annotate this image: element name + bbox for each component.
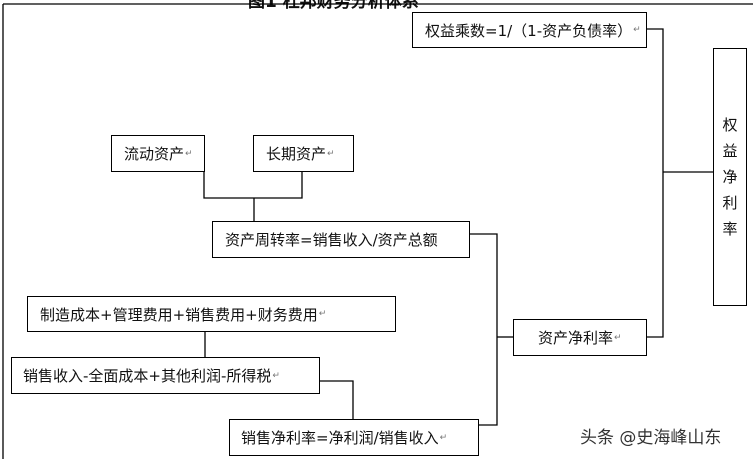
net-profit-label: 销售收入-全面成本+其他利润-所得税 (23, 367, 272, 385)
costs-box: 制造成本+管理费用+销售费用+财务费用↵ (27, 296, 396, 332)
costs-label: 制造成本+管理费用+销售费用+财务费用 (40, 305, 318, 324)
turnover-margin-connector (469, 233, 498, 426)
multiplier-roa-connector (646, 28, 664, 338)
long-term-assets-label: 长期资产 (266, 145, 327, 163)
roa-box: 资产净利率↵ (513, 319, 647, 356)
watermark: 头条 @史海峰山东 (580, 428, 722, 448)
roe-char: 利 (722, 194, 738, 212)
asset-turnover-label: 资产周转率=销售收入/资产总额 (225, 231, 438, 249)
roe-char: 净 (722, 168, 738, 186)
paragraph-mark: ↵ (318, 309, 327, 319)
roe-char: 益 (722, 142, 738, 160)
net-profit-box: 销售收入-全面成本+其他利润-所得税↵ (11, 357, 320, 394)
long-term-assets-box: 长期资产↵ (253, 135, 354, 172)
roe-char: 权 (722, 116, 738, 134)
profit-to-margin (319, 380, 354, 419)
paragraph-mark: ↵ (439, 432, 448, 443)
paragraph-mark: ↵ (272, 370, 280, 381)
current-assets-label: 流动资产 (124, 145, 185, 163)
roe-char: 率 (722, 220, 738, 238)
roa-label: 资产净利率 (538, 329, 614, 347)
paragraph-mark: ↵ (633, 25, 641, 35)
equity-multiplier-box: 权益乘数=1/（1-资产负债率）↵ (412, 12, 647, 48)
paragraph-mark: ↵ (327, 148, 335, 159)
diagram-title: 图1 杜邦财务分析体系 (248, 0, 419, 12)
net-margin-box: 销售净利率=净利润/销售收入↵ (229, 419, 479, 456)
asset-turnover-box: 资产周转率=销售收入/资产总额 (212, 221, 470, 258)
paragraph-mark: ↵ (185, 148, 193, 159)
roe-box: 权 益 净 利 率 (713, 48, 747, 306)
equity-multiplier-label: 权益乘数=1/（1-资产负债率） (425, 21, 633, 40)
paragraph-mark: ↵ (614, 332, 622, 343)
net-margin-label: 销售净利率=净利润/销售收入 (241, 429, 439, 447)
current-assets-box: 流动资产↵ (111, 135, 205, 172)
assets-connector (203, 171, 303, 199)
